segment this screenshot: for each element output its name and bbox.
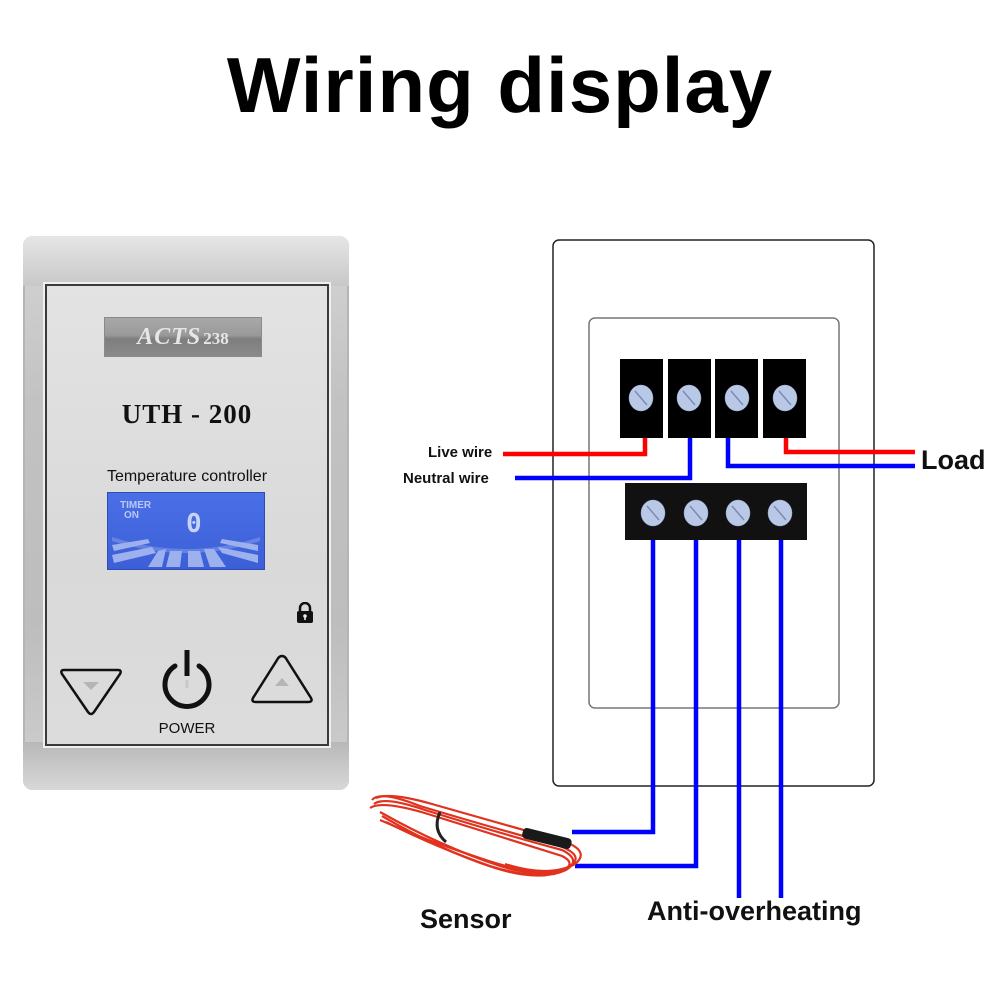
lcd-timer-label: TIMER	[120, 500, 152, 511]
lock-icon	[297, 602, 313, 623]
triangle-down-icon	[60, 668, 122, 716]
sensor-wire-1	[572, 540, 656, 835]
live-wire	[503, 437, 648, 457]
load-label: Load	[921, 445, 986, 475]
page-title: Wiring display	[226, 41, 774, 129]
power-button[interactable]	[157, 646, 217, 712]
inner-plate	[588, 317, 840, 709]
bottom-terminal-block	[625, 483, 807, 540]
device-subtitle: Temperature controller	[106, 468, 268, 485]
sensor-wire-2	[575, 540, 699, 869]
down-button[interactable]	[59, 666, 123, 718]
device-frame-top	[23, 236, 349, 286]
anti-overheating-label: Anti-overheating	[647, 896, 862, 926]
cable-tie-icon	[435, 811, 448, 844]
triangle-up-icon	[251, 654, 313, 704]
load-live-wire	[783, 437, 915, 455]
load-neutral-wire	[725, 437, 915, 469]
device-frame-bottom	[23, 742, 349, 790]
live-wire-label: Live wire	[428, 444, 493, 461]
neutral-wire-label: Neutral wire	[403, 470, 489, 487]
up-button[interactable]	[249, 652, 315, 706]
outer-plate	[552, 239, 875, 787]
power-label: POWER	[158, 720, 216, 737]
top-terminal-block	[620, 359, 806, 438]
neutral-wire	[515, 437, 693, 481]
brand-number: 238	[203, 329, 229, 348]
lcd-digit: 0	[186, 509, 202, 539]
sensor-probe-icon	[522, 827, 572, 850]
lcd-timer-indicator: TIMER ON	[120, 501, 151, 521]
lcd-display: TIMER ON 0	[107, 492, 265, 570]
brand-name: ACTS	[137, 324, 202, 350]
sensor-label: Sensor	[420, 904, 512, 934]
model-name: UTH - 200	[121, 399, 253, 429]
power-icon	[162, 663, 212, 709]
lcd-dial-segments	[112, 537, 260, 567]
lcd-on-label: ON	[124, 510, 139, 521]
